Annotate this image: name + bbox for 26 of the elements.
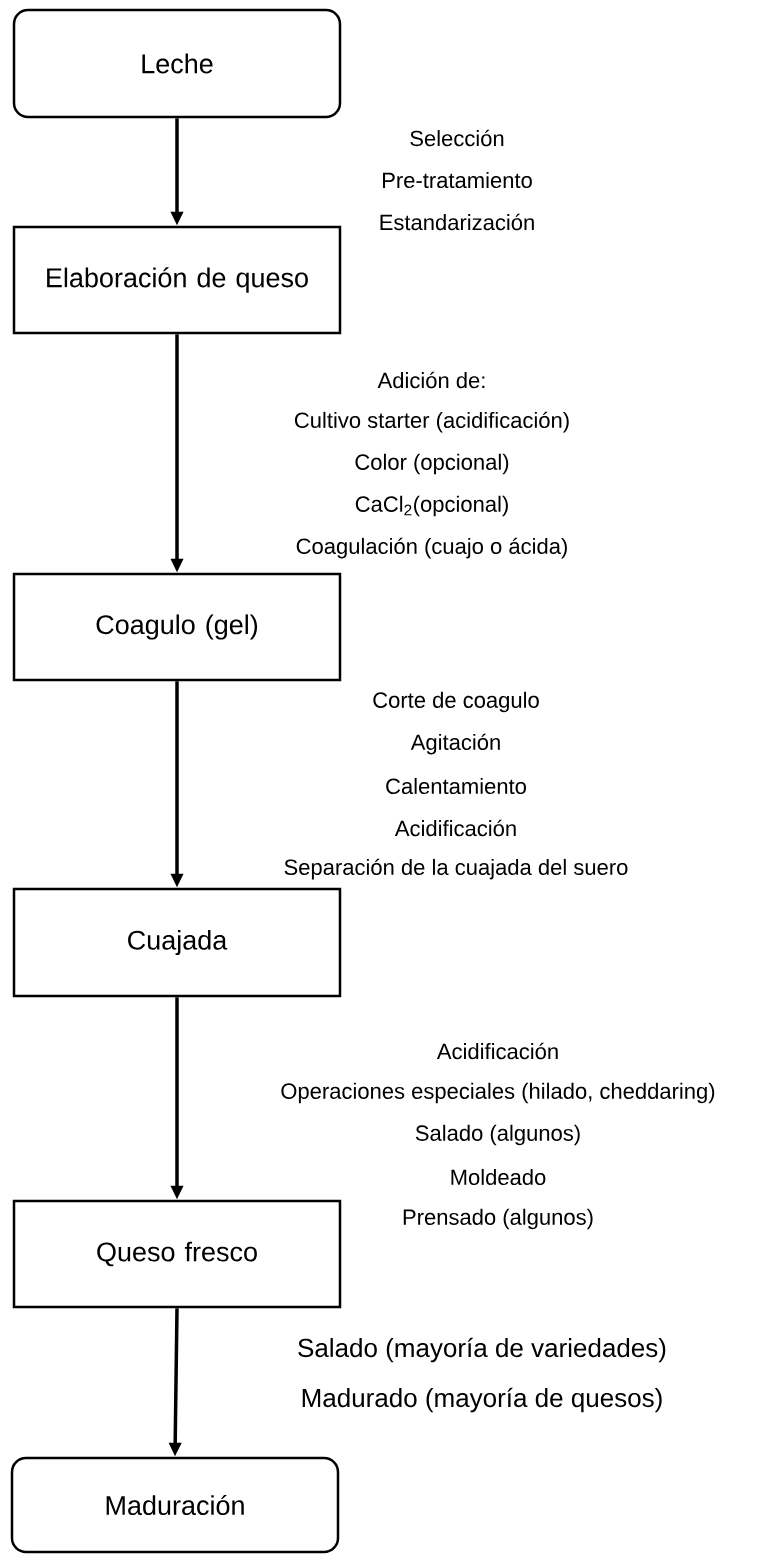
step-text: Moldeado xyxy=(451,1168,546,1186)
process-box: Queso fresco xyxy=(12,1199,342,1309)
step-text: Prensado (algunos) xyxy=(403,1208,593,1230)
process-box: Cuajada xyxy=(12,887,342,998)
step-text: Selección xyxy=(410,129,504,147)
terminal-box: Leche xyxy=(12,8,342,119)
step-text: Pre-tratamiento xyxy=(383,171,532,189)
step-text: Salado (algunos) xyxy=(415,1124,580,1146)
step-text: Agitación xyxy=(410,733,500,755)
step-text: Salado (mayoría de variedades) xyxy=(298,1337,666,1363)
step-text: CaCl$_{2}$(opcional) xyxy=(355,495,508,517)
terminal-box: Maduración xyxy=(10,1456,340,1554)
step-text: Operaciones especiales (hilado, cheddaring) xyxy=(281,1082,715,1104)
step-text: Color (opcional) xyxy=(355,453,509,475)
step-text: Madurado (mayoría de quesos) xyxy=(302,1387,662,1413)
step-text: Separación de la cuajada del suero xyxy=(284,858,628,880)
step-text: Calentamiento xyxy=(386,777,526,795)
step-text: Corte de coagulo xyxy=(373,691,539,713)
process-box: Coagulo (gel) xyxy=(12,572,342,682)
step-text: Coagulación (cuajo o ácida) xyxy=(296,537,567,559)
step-text: Adición de: xyxy=(377,371,485,389)
step-text: Estandarización xyxy=(380,213,534,231)
process-box: Elaboración de queso xyxy=(12,225,342,335)
step-text: Acidificación xyxy=(394,819,516,837)
step-text: Acidificación xyxy=(436,1042,558,1060)
step-text: Cultivo starter (acidificación) xyxy=(294,411,569,433)
